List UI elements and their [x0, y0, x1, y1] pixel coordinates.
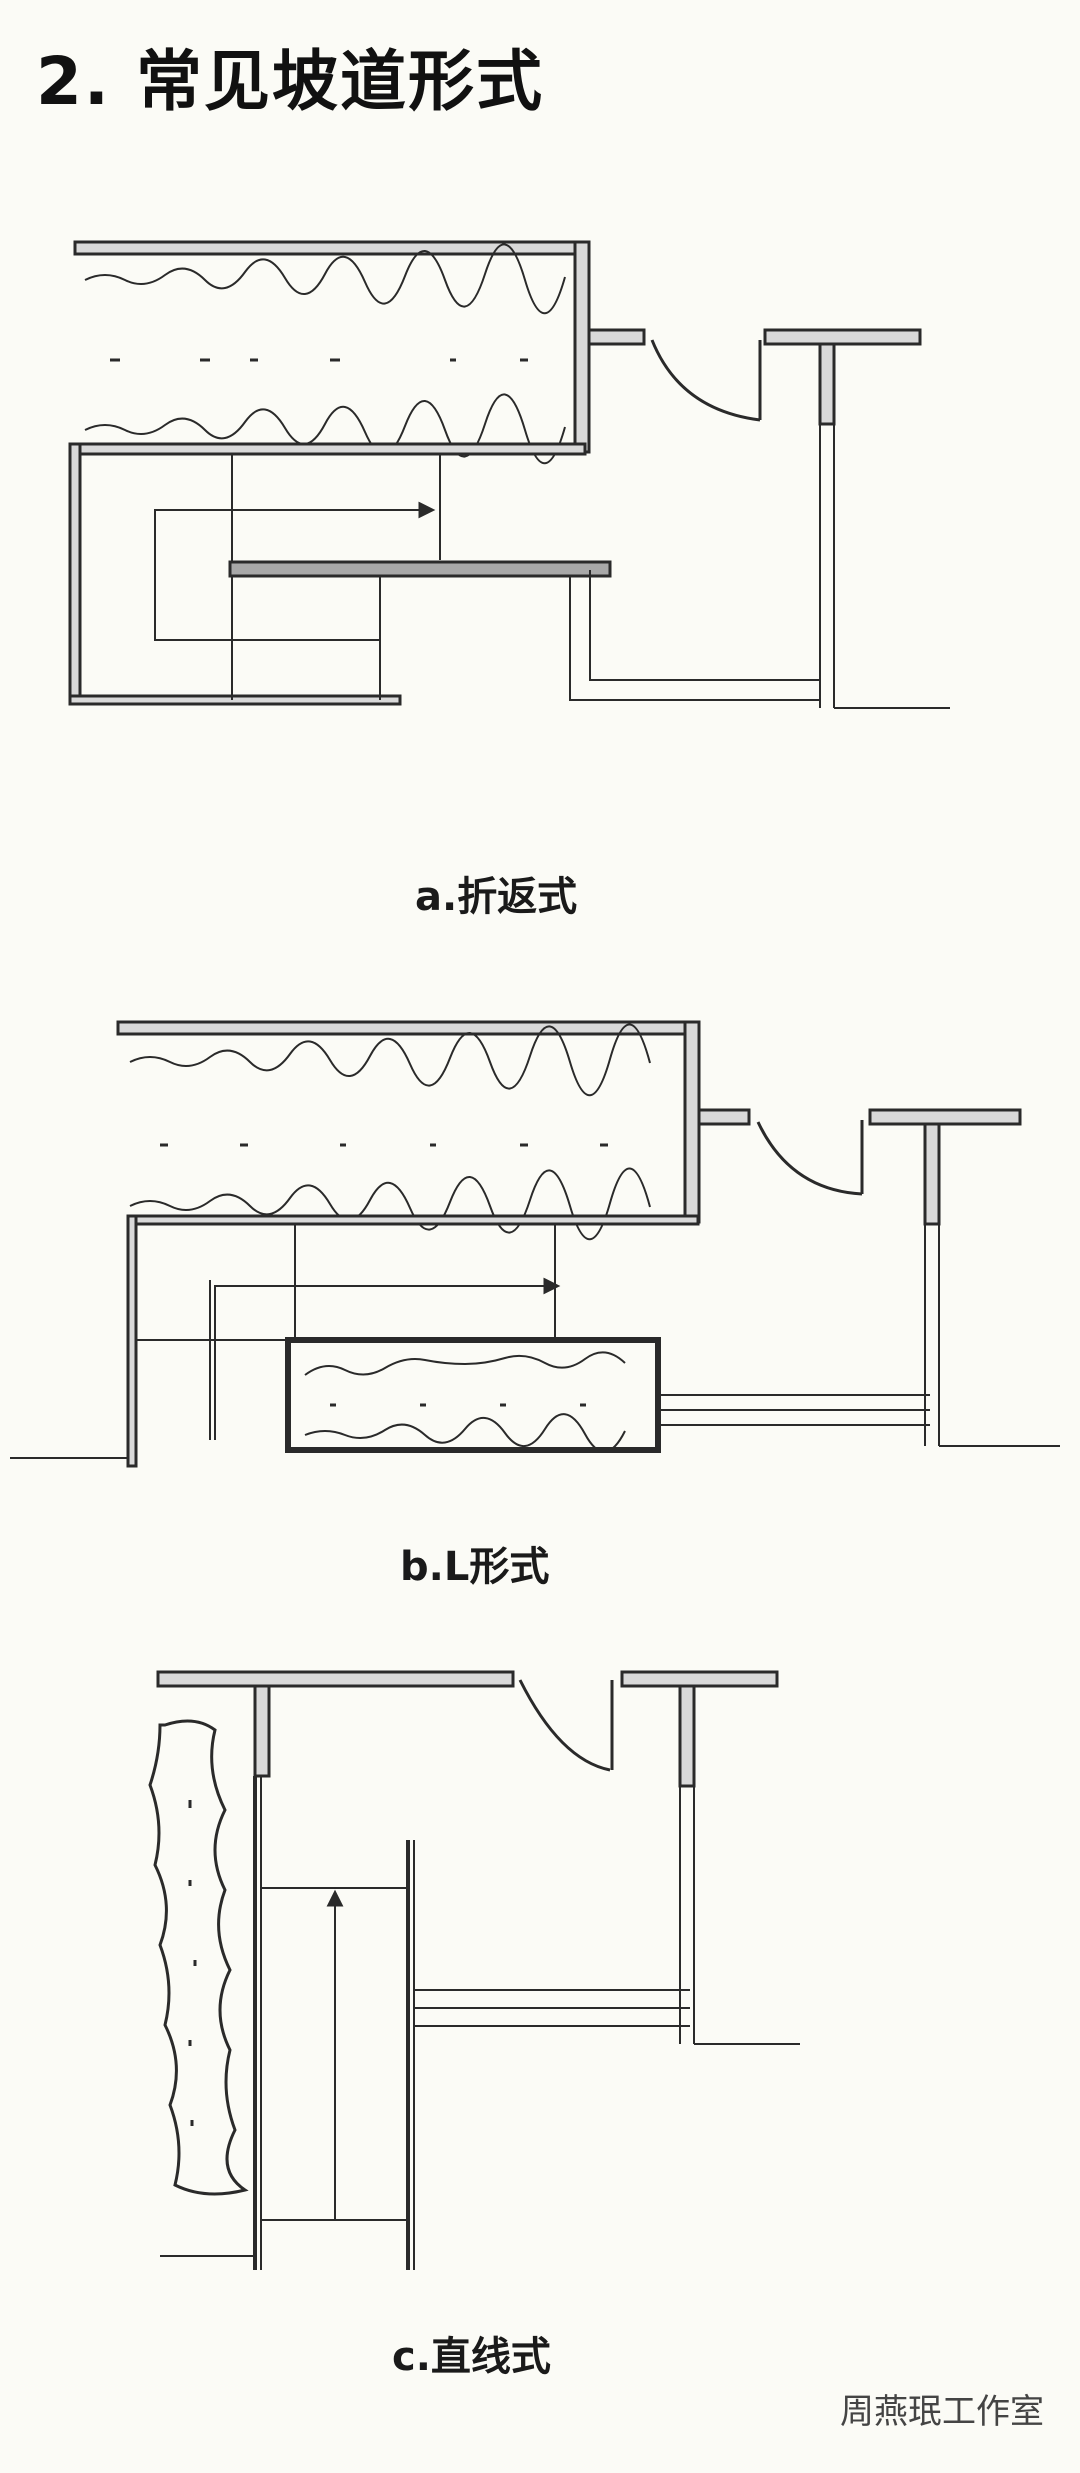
- wall-column-right: [678, 1684, 696, 1788]
- ramp-top-edge: [126, 1214, 700, 1226]
- planter-texture-top: [129, 1023, 651, 1097]
- wall-column: [818, 342, 836, 426]
- page-title: 2. 常见坡道形式: [36, 43, 544, 120]
- wall-column: [923, 1122, 941, 1226]
- ramp-arrow: [326, 1889, 344, 1907]
- planter-texture-bottom: [84, 393, 566, 465]
- ramp-top-edge: [68, 442, 587, 456]
- inner-planter-box: [285, 1337, 661, 1453]
- wall-stub-right: [763, 328, 922, 346]
- caption-l-shaped: b.L形式: [400, 1544, 550, 1590]
- planter-top-wall: [73, 240, 587, 256]
- studio-watermark: 周燕珉工作室: [840, 2392, 1044, 2432]
- ramp-arrow: [418, 501, 436, 519]
- wall-column-left: [253, 1684, 271, 1778]
- ramp-direction-path: [154, 509, 420, 641]
- caption-straight: c.直线式: [392, 2334, 551, 2380]
- door-swing: [518, 1679, 611, 1772]
- walkway-line-1: [589, 570, 820, 681]
- walkway-line-2: [569, 576, 820, 701]
- inner-planter-texture-top: [304, 1351, 626, 1376]
- planter-right-wall: [683, 1020, 701, 1224]
- planter-texture-top: [84, 243, 566, 315]
- caption-switchback: a.折返式: [415, 874, 578, 920]
- l-shaped-ramp-plan: [10, 1020, 1060, 1468]
- planter-top-wall: [116, 1020, 700, 1036]
- ramp-bottom-rail: [68, 694, 402, 706]
- vertical-planter: [148, 1719, 249, 2196]
- diagram-straight-ramp: [0, 1660, 1080, 2300]
- planter-texture-bottom: [129, 1167, 651, 1241]
- vertical-planter-dots: [188, 1800, 197, 2126]
- ramp-direction-path: [214, 1285, 545, 1440]
- ramp-arrow: [543, 1277, 561, 1295]
- diagram-l-shaped-ramp: [0, 1010, 1080, 1480]
- diagram-switchback-ramp: [0, 230, 1080, 750]
- switchback-ramp-plan: [68, 240, 950, 709]
- wall-top-right: [620, 1670, 779, 1688]
- wall-top-left: [156, 1670, 515, 1688]
- ramp-left-rail: [126, 1214, 138, 1468]
- wall-stub-right: [868, 1108, 1022, 1126]
- inner-planter-texture-bottom: [304, 1413, 626, 1453]
- ramp-middle-rail: [228, 560, 612, 578]
- door-swing: [650, 339, 761, 422]
- wall-stub-left: [587, 328, 646, 346]
- wall-stub-left: [697, 1108, 751, 1126]
- straight-ramp-plan: [148, 1670, 800, 2270]
- ramp-left-rail: [68, 442, 82, 706]
- planter-right-wall: [573, 240, 591, 454]
- door-swing: [756, 1121, 863, 1196]
